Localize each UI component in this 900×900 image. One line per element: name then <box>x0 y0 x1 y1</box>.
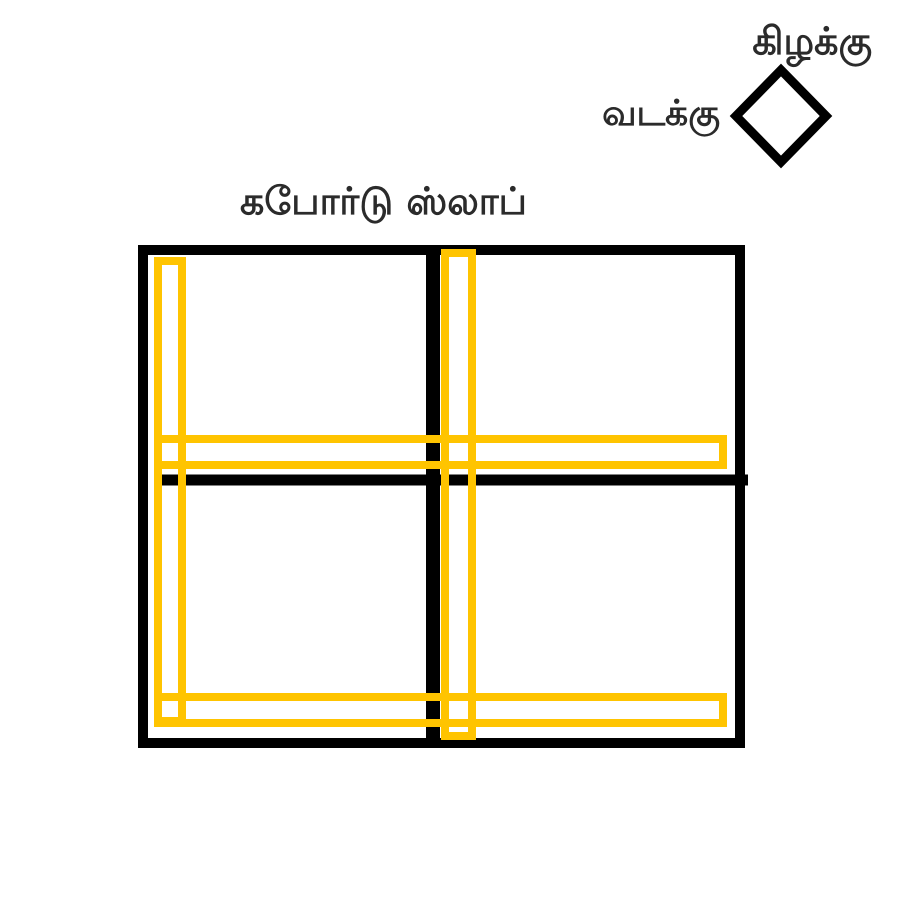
beam-center-vertical <box>441 249 476 740</box>
compass-diamond-icon <box>729 63 833 169</box>
east-direction-label: கிழக்கு <box>752 19 872 63</box>
north-direction-label: வடக்கு <box>602 93 720 134</box>
diagram-title: கபோர்டு ஸ்லாப் <box>240 179 527 223</box>
beam-middle-horizontal <box>154 435 727 469</box>
beam-bottom-horizontal <box>154 693 727 727</box>
beam-left-vertical <box>154 257 186 725</box>
